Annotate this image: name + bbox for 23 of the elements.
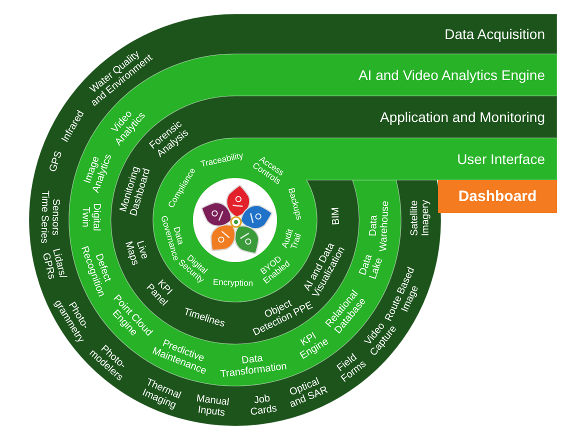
dashboard-banner: Dashboard xyxy=(438,180,557,213)
feature-label: Data Lake xyxy=(358,253,386,281)
feature-label: Route Based Image xyxy=(384,266,422,324)
feature-label: Data Transformation xyxy=(218,352,288,381)
feature-label: BIM xyxy=(331,206,343,226)
feature-label: Encryption xyxy=(212,278,254,288)
feature-label: Backups xyxy=(286,186,304,220)
feature-label: Traceability xyxy=(200,151,244,170)
feature-label: Audit Trail xyxy=(280,227,304,252)
feature-label: Data Warehouse xyxy=(368,200,392,252)
layer-title: User Interface xyxy=(457,151,545,167)
feature-label: Satellite Imagery xyxy=(410,200,432,236)
feature-label: Manual Inputs xyxy=(194,394,230,420)
ring-band xyxy=(29,14,557,426)
feature-label: GPS xyxy=(48,150,66,174)
feature-label: Job Cards xyxy=(248,393,278,419)
feature-label: Sensors Time Series xyxy=(38,190,60,244)
layer-title: Application and Monitoring xyxy=(380,109,545,125)
feature-label: Lidars/ GPRs xyxy=(38,248,67,283)
feature-label: Digital Twin xyxy=(78,203,102,232)
feature-label: Live Maps xyxy=(122,238,150,268)
layer-title: Data Acquisition xyxy=(444,26,545,42)
layer-title: AI and Video Analytics Engine xyxy=(358,67,545,83)
